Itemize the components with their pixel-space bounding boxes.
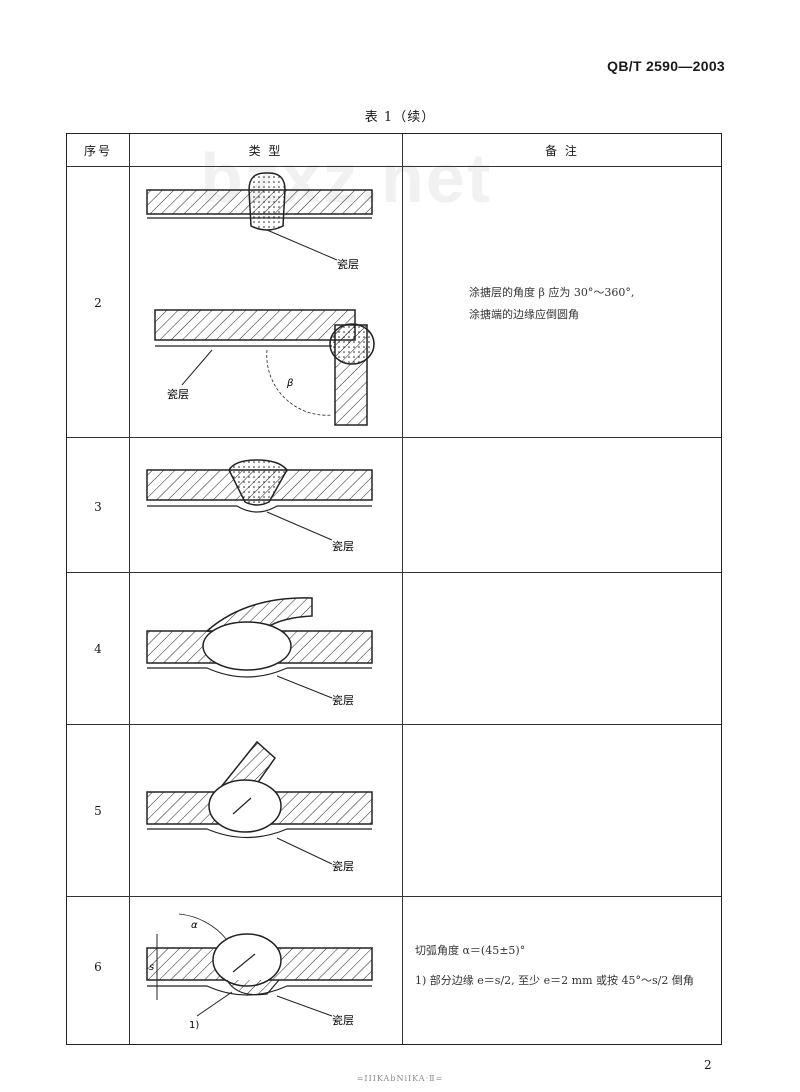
remark-line: 切弧角度 α＝(45±5)° — [415, 944, 526, 957]
enamel-label: 瓷层 — [167, 387, 189, 401]
enamel-label: 瓷层 — [332, 539, 354, 553]
row-number: 5 — [94, 804, 102, 818]
beta-label: β — [286, 378, 294, 389]
header-type: 类 型 — [248, 144, 283, 158]
s-label: s — [149, 962, 154, 973]
row-number: 3 — [94, 500, 102, 514]
remark-line: 涂搪层的角度 β 应为 30°～360°, — [469, 286, 635, 299]
table-caption: 表 1（续） — [364, 110, 436, 125]
col-divider-1 — [129, 134, 130, 1044]
spec-table: 序号 类 型 备 注 2 3 4 5 6 涂搪层的角度 β 应为 30°～360… — [66, 133, 722, 1045]
footnote-marker: 1) — [189, 1020, 199, 1031]
enamel-label: 瓷层 — [332, 693, 354, 707]
row-number: 4 — [94, 642, 102, 656]
header-remarks: 备 注 — [545, 144, 579, 158]
header-seq: 序号 — [83, 144, 112, 158]
joint-diagram-row-6: s α 1) 瓷层 — [146, 913, 373, 1031]
row-number: 2 — [94, 296, 102, 310]
joint-diagram-row-3: 瓷层 — [146, 459, 373, 553]
header-divider — [67, 166, 721, 167]
remark-line: 涂搪端的边缘应倒圆角 — [469, 308, 579, 321]
joint-diagram-row-5: 瓷层 — [146, 740, 373, 873]
enamel-label: 瓷层 — [332, 859, 354, 873]
row-number: 6 — [94, 960, 102, 974]
row-divider — [67, 896, 721, 897]
page-number: 2 — [704, 1058, 712, 1072]
joint-diagram-row-2: 瓷层 β 瓷层 — [146, 172, 375, 426]
row-divider — [67, 572, 721, 573]
enamel-label: 瓷层 — [332, 1013, 354, 1027]
joint-diagram-row-4: 瓷层 — [146, 597, 373, 707]
standard-code: QB/T 2590—2003 — [607, 58, 725, 74]
alpha-label: α — [191, 920, 198, 931]
row-divider — [67, 724, 721, 725]
footer-text: =ⅠⅠⅠKAbNiⅠKA·Ⅱ= — [356, 1074, 444, 1083]
col-divider-2 — [402, 134, 403, 1044]
remark-line: 1) 部分边缘 e＝s/2, 至少 e＝2 mm 或按 45°～s/2 倒角 — [415, 974, 694, 987]
enamel-label: 瓷层 — [337, 257, 359, 271]
row-divider — [67, 437, 721, 438]
